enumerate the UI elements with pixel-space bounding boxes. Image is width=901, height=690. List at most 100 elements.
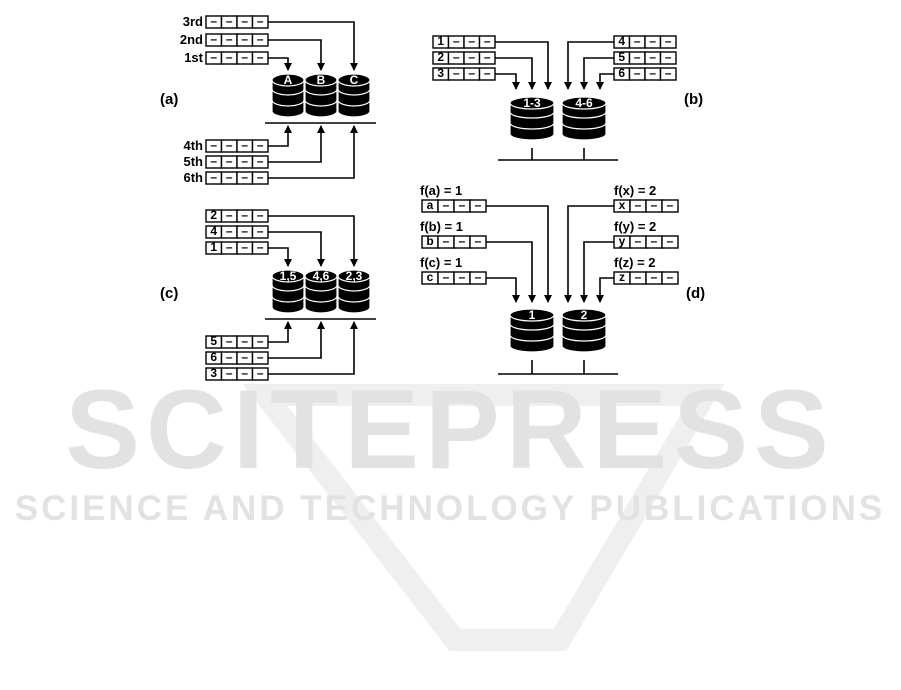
record-cell-text: – (226, 208, 233, 222)
record-row: 3––– (432, 66, 496, 81)
record-cell-text: – (241, 154, 248, 168)
record-cell-text: x (619, 198, 626, 212)
record-row: x––– (613, 198, 679, 213)
function-label: f(x) = 2 (614, 183, 656, 198)
row-label: 5th (184, 154, 204, 169)
record-row: 5––– (205, 334, 269, 349)
database-label: 4,6 (313, 269, 330, 283)
database-label: 2,3 (346, 269, 363, 283)
record-row: z––– (613, 270, 679, 285)
arrow (596, 73, 614, 90)
record-cell-text: – (443, 234, 450, 248)
record-row: 4––– (613, 34, 677, 49)
record-cell-text: – (651, 234, 658, 248)
record-cell-text: – (453, 50, 460, 64)
record-cell-text: – (226, 138, 233, 152)
arrow (486, 241, 536, 303)
record-cell-text: 2 (437, 50, 444, 64)
arrow (268, 231, 325, 267)
record-cell-text: – (257, 224, 264, 238)
record-cell-text: – (453, 66, 460, 80)
database-top (509, 96, 555, 110)
record-cell-text: – (210, 50, 217, 64)
database-1-3: 1-3 (509, 96, 555, 141)
database-C: C (337, 73, 371, 118)
record-row: 1––– (432, 34, 496, 49)
record-row: –––– (205, 170, 269, 185)
record-cell-text: – (649, 50, 656, 64)
arrow (268, 321, 358, 375)
record-cell-text: – (241, 334, 248, 348)
record-cell-text: – (257, 208, 264, 222)
arrow (495, 57, 536, 90)
record-cell-text: – (459, 234, 466, 248)
arrow (268, 215, 358, 267)
record-cell (659, 51, 677, 65)
record-cell-text: – (635, 270, 642, 284)
row-label: 6th (184, 170, 204, 185)
arrow (268, 21, 358, 71)
panel-label-b: (b) (684, 91, 703, 108)
record-cell-text: z (619, 270, 625, 284)
record-cell-text: – (241, 366, 248, 380)
arrow (564, 41, 614, 90)
arrow (495, 73, 520, 90)
arrow (268, 125, 358, 179)
record-cell-text: – (475, 234, 482, 248)
arrow (564, 205, 614, 303)
record-cell-text: – (459, 270, 466, 284)
record-cell-text: – (241, 138, 248, 152)
record-cell-text: – (443, 270, 450, 284)
arrow (268, 321, 325, 359)
record-cell-text: – (475, 270, 482, 284)
record-cell-text: 2 (210, 208, 217, 222)
row-label: 4th (184, 138, 204, 153)
database-A: A (271, 73, 305, 118)
record-cell-text: 3 (210, 366, 217, 380)
arrow (486, 277, 520, 303)
record-row: y––– (613, 234, 679, 249)
row-label: 1st (184, 50, 203, 65)
arrow (596, 277, 614, 303)
record-cell-text: c (427, 270, 434, 284)
record-cell-text: – (241, 350, 248, 364)
record-cell-text: – (468, 66, 475, 80)
record-cell-text: – (475, 198, 482, 212)
record-cell-text: – (651, 270, 658, 284)
record-row: 2––– (205, 208, 269, 223)
database-top (271, 269, 305, 283)
record-cell-text: 4 (210, 224, 217, 238)
database-label: B (317, 73, 326, 87)
panel-label-c: (c) (160, 285, 178, 302)
record-cell-text: – (226, 32, 233, 46)
database-1: 1 (509, 308, 555, 353)
record-cell-text: – (257, 240, 264, 254)
arrow (268, 125, 292, 147)
database-B: B (304, 73, 338, 118)
record-row: 6––– (613, 66, 677, 81)
record-cell-text: – (210, 14, 217, 28)
record-cell-text: – (667, 198, 674, 212)
record-cell-text: – (484, 66, 491, 80)
record-cell-text: – (634, 66, 641, 80)
function-label: f(z) = 2 (614, 255, 656, 270)
record-cell-text: – (635, 198, 642, 212)
record-cell-text: – (484, 34, 491, 48)
database-top (561, 308, 607, 322)
record-cell-text: – (226, 224, 233, 238)
record-row: –––– (205, 138, 269, 153)
arrow (486, 205, 552, 303)
function-label: f(b) = 1 (420, 219, 463, 234)
row-label: 3rd (183, 14, 203, 29)
database-4-6: 4-6 (561, 96, 607, 141)
database-label: C (350, 73, 359, 87)
record-cell-text: – (241, 208, 248, 222)
function-label: f(a) = 1 (420, 183, 462, 198)
record-cell-text: – (665, 66, 672, 80)
record-cell (661, 235, 679, 249)
record-row: –––– (205, 14, 269, 29)
arrow (268, 39, 325, 71)
